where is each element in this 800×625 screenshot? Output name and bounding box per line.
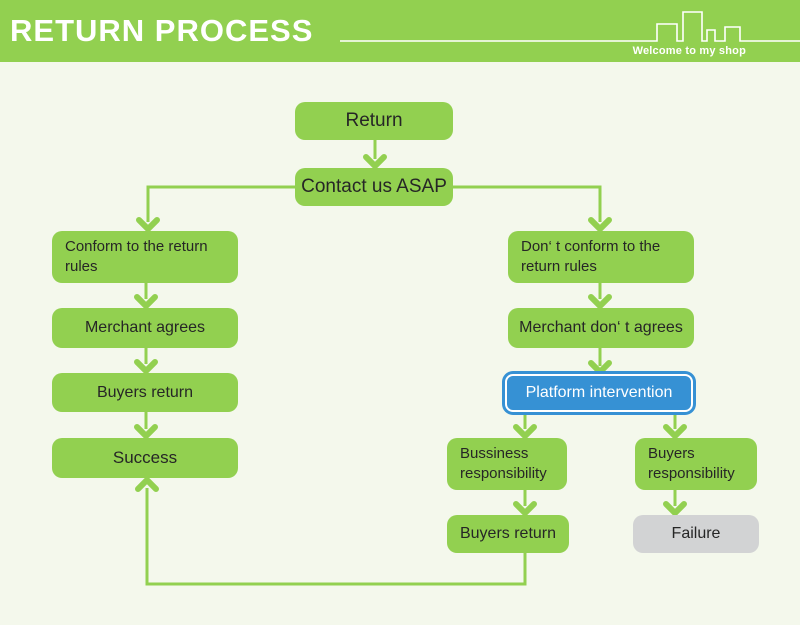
connector-contact-conform xyxy=(146,185,295,222)
node-buyers-return-bottom: Buyers return xyxy=(447,515,569,553)
arrowhead-down xyxy=(134,424,158,439)
node-return: Return xyxy=(295,102,453,140)
node-merchant-agrees: Merchant agrees xyxy=(52,308,238,348)
arrowhead-down xyxy=(134,294,158,309)
arrowhead-down xyxy=(588,217,612,232)
node-business-responsibility: Bussiness responsibility xyxy=(447,438,567,490)
arrowhead-down xyxy=(663,501,687,516)
node-dont-conform-to-return-rules: Don‘ t conform to the return rules xyxy=(508,231,694,283)
node-failure: Failure xyxy=(633,515,759,553)
arrowhead-down xyxy=(588,360,612,375)
arrowhead-down xyxy=(588,294,612,309)
node-contact-us-asap: Contact us ASAP xyxy=(295,168,453,206)
connector-contact-dontconform xyxy=(453,185,602,222)
arrowhead-up xyxy=(135,477,159,492)
arrowhead-down xyxy=(513,424,537,439)
node-buyers-responsibility: Buyers responsibility xyxy=(635,438,757,490)
node-conform-to-return-rules: Conform to the return rules xyxy=(52,231,238,283)
arrowhead-down xyxy=(134,359,158,374)
node-success: Success xyxy=(52,438,238,478)
skyline-icon xyxy=(340,11,800,42)
node-buyers-return-left: Buyers return xyxy=(52,373,238,412)
page-title: RETURN PROCESS xyxy=(10,13,314,48)
arrowhead-down xyxy=(513,501,537,516)
arrowhead-down xyxy=(363,154,387,169)
node-platform-intervention: Platform intervention xyxy=(505,374,693,412)
arrowhead-down xyxy=(663,424,687,439)
header-banner: RETURN PROCESS Welcome to my shop xyxy=(0,0,800,62)
node-merchant-dont-agrees: Merchant don‘ t agrees xyxy=(508,308,694,348)
arrowhead-down xyxy=(136,217,160,232)
header-tagline: Welcome to my shop xyxy=(632,45,746,57)
